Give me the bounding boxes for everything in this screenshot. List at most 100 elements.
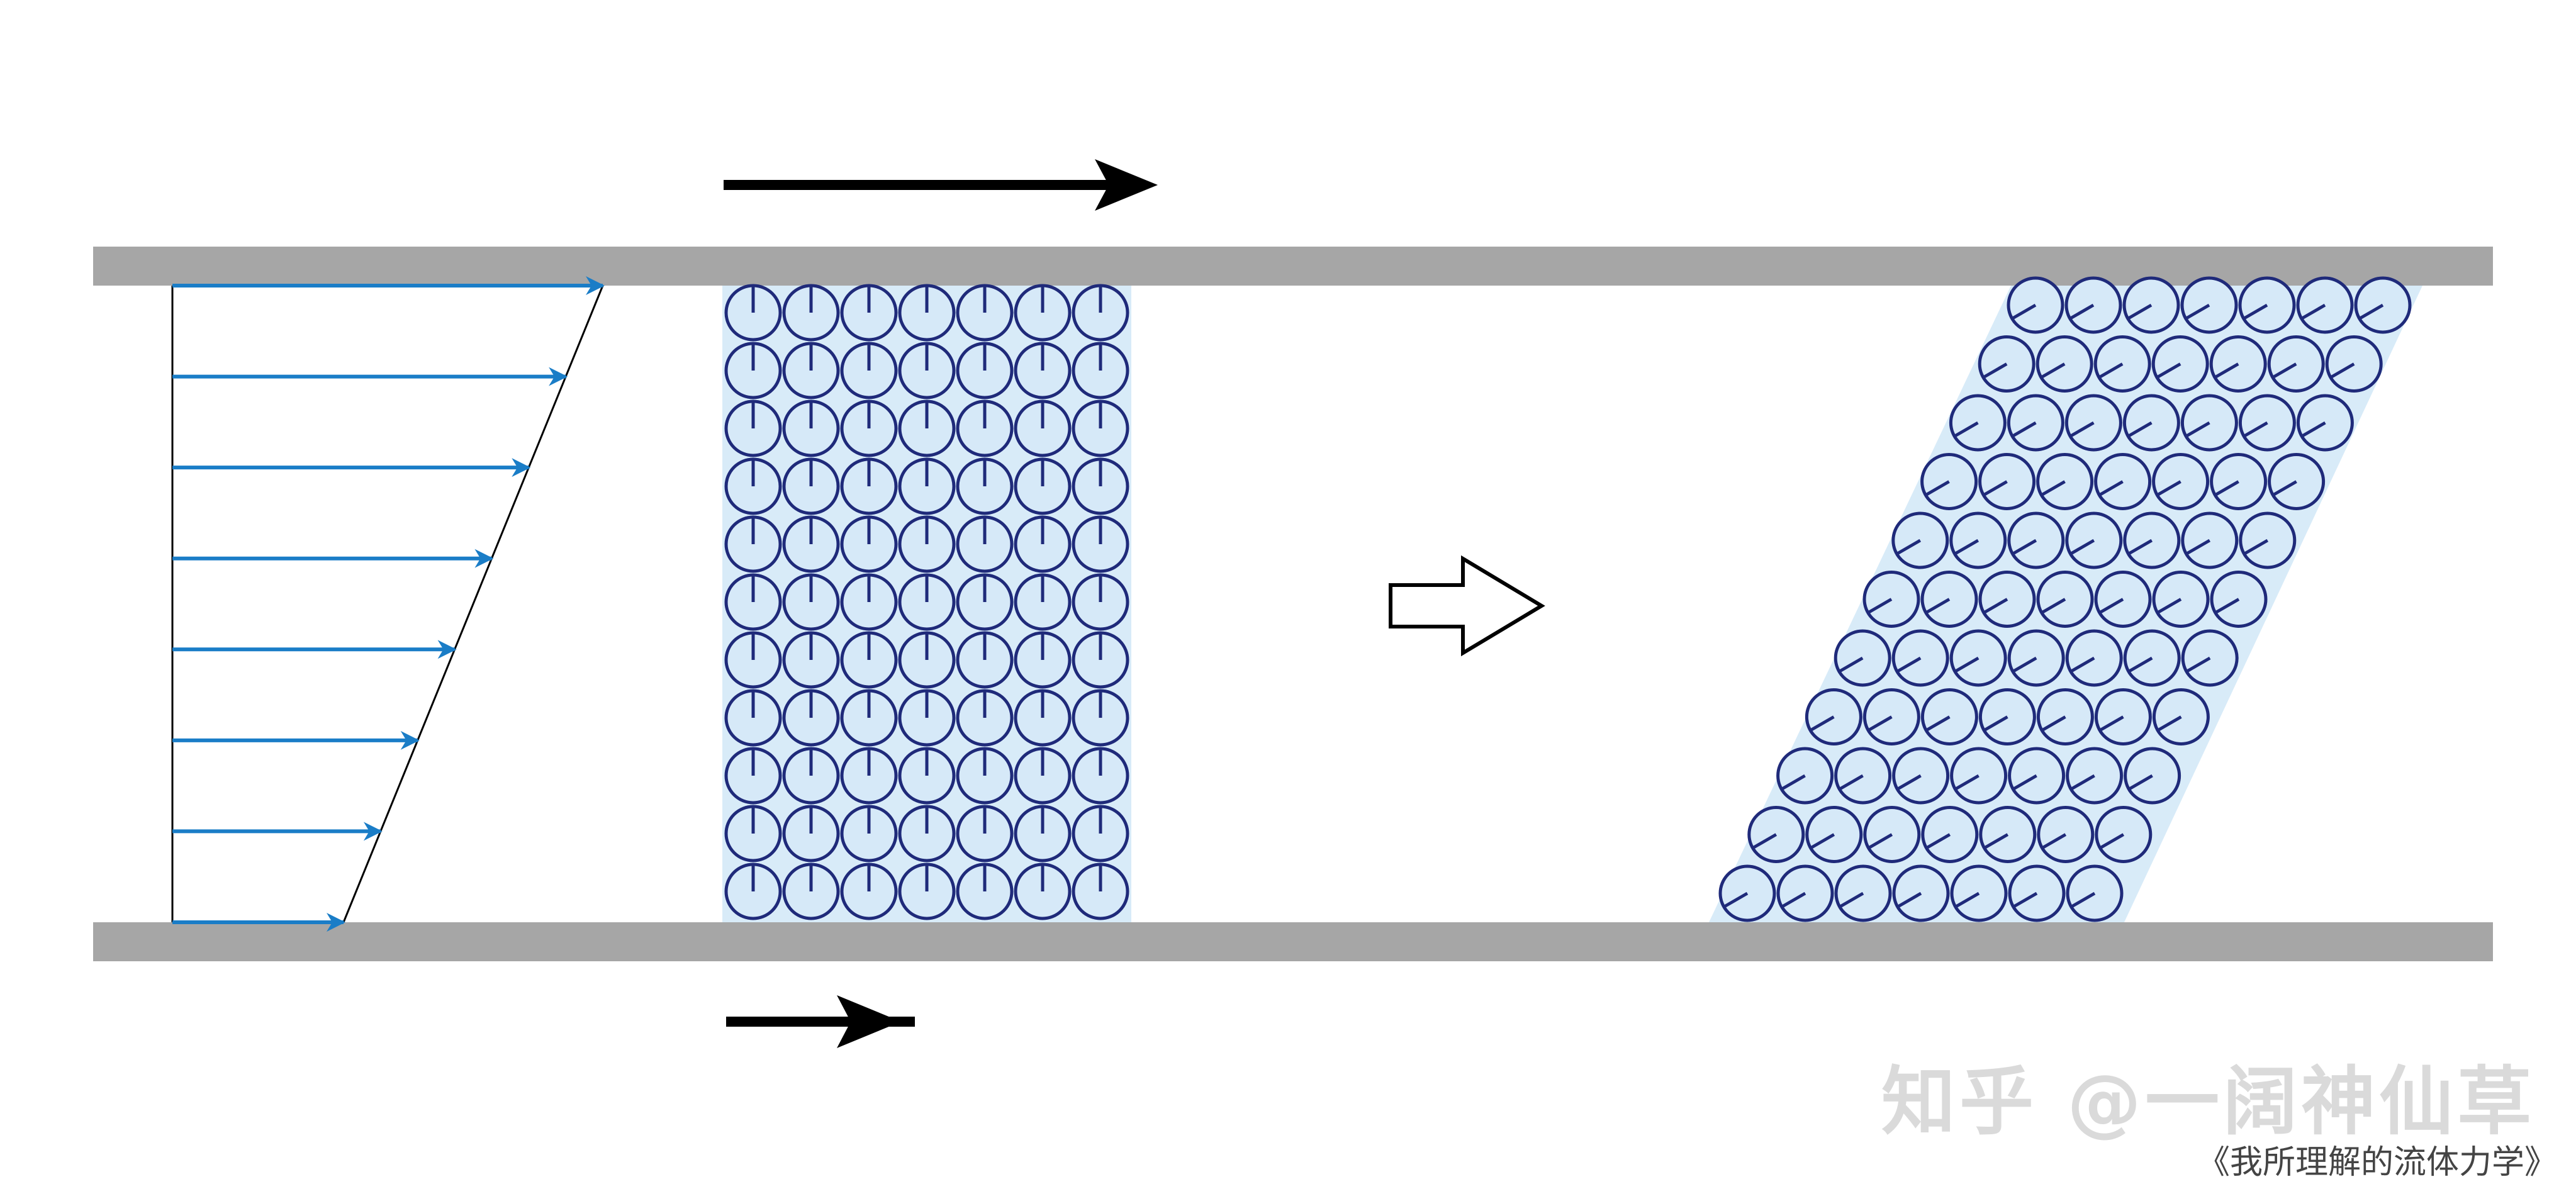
particle (898, 805, 956, 862)
particle (724, 747, 782, 805)
top-plate-motion-arrow (724, 159, 1158, 211)
particle (898, 747, 956, 805)
particle (1014, 573, 1072, 631)
particle (782, 573, 840, 631)
particle (1978, 453, 2036, 510)
particle (2325, 335, 2383, 393)
particle (840, 747, 898, 805)
particle (1014, 284, 1072, 342)
particle (956, 515, 1014, 573)
particle (1014, 862, 1072, 920)
particle (2123, 629, 2181, 687)
particle (724, 631, 782, 689)
particle (2152, 453, 2210, 510)
particle (1920, 571, 1978, 628)
particle (782, 631, 840, 689)
particle (840, 631, 898, 689)
particle-block-deformed (1709, 276, 2422, 922)
particle (2354, 276, 2412, 334)
particle (2065, 511, 2123, 569)
particle (840, 342, 898, 399)
particle (1862, 688, 1920, 745)
particle (1950, 747, 2008, 805)
bottom-plate (93, 922, 2493, 961)
particle (1978, 688, 2036, 745)
particle (2296, 276, 2354, 334)
particle (956, 747, 1014, 805)
particle (2267, 335, 2325, 393)
particle (840, 862, 898, 920)
particle (956, 457, 1014, 515)
velocity-profile (171, 276, 605, 932)
particle (1805, 806, 1863, 863)
particle (956, 862, 1014, 920)
particle (2238, 394, 2296, 452)
particle (898, 631, 956, 689)
particle (1072, 284, 1129, 342)
particle (2209, 335, 2267, 393)
particle-block-undeformed (722, 284, 1131, 922)
particle (1072, 805, 1129, 862)
particle (1920, 453, 1978, 510)
particle (1014, 747, 1072, 805)
particle (1747, 806, 1805, 863)
watermark: 知乎 @一阔神仙草 (1881, 1058, 2536, 1145)
particle (2008, 747, 2066, 805)
particle (898, 342, 956, 399)
particle (782, 342, 840, 399)
particle (2007, 394, 2064, 452)
particle (2036, 335, 2093, 393)
particle (1072, 515, 1129, 573)
particle (956, 805, 1014, 862)
particle (2095, 806, 2153, 863)
particle (956, 399, 1014, 457)
particle (1014, 631, 1072, 689)
particle (1072, 747, 1129, 805)
particle (782, 747, 840, 805)
particle (2066, 864, 2124, 922)
particle (2036, 453, 2094, 510)
particle (1014, 805, 1072, 862)
particle (1072, 689, 1129, 747)
particle (1920, 688, 1978, 745)
particle (2007, 276, 2064, 334)
particle (956, 689, 1014, 747)
particle (2037, 806, 2095, 863)
particle (1950, 864, 2008, 922)
particle (782, 515, 840, 573)
particle (782, 399, 840, 457)
particle (2064, 394, 2122, 452)
particle (2036, 688, 2094, 745)
particle (898, 284, 956, 342)
particle (1014, 689, 1072, 747)
particle (782, 805, 840, 862)
particle (1891, 629, 1949, 687)
particle (1891, 511, 1949, 569)
particle (2181, 511, 2239, 569)
particle (1072, 573, 1129, 631)
particle (782, 457, 840, 515)
bottom-plate-motion-arrow (726, 995, 915, 1048)
particle (840, 573, 898, 631)
particle (1834, 629, 1891, 687)
particle (1892, 747, 1950, 805)
particle (840, 399, 898, 457)
particle (2007, 511, 2065, 569)
particle (2180, 394, 2238, 452)
particle (2065, 629, 2123, 687)
particle (724, 342, 782, 399)
particle (1072, 342, 1129, 399)
particle (1863, 806, 1921, 863)
profile-envelope (342, 285, 604, 923)
particle (2151, 335, 2209, 393)
particle (2093, 335, 2151, 393)
particle (1014, 457, 1072, 515)
particle (956, 631, 1014, 689)
particle (1949, 394, 2007, 452)
particle (2296, 394, 2354, 452)
particle (956, 284, 1014, 342)
particle (1718, 864, 1776, 922)
particle (2152, 688, 2210, 745)
particle (724, 457, 782, 515)
particle (1014, 399, 1072, 457)
